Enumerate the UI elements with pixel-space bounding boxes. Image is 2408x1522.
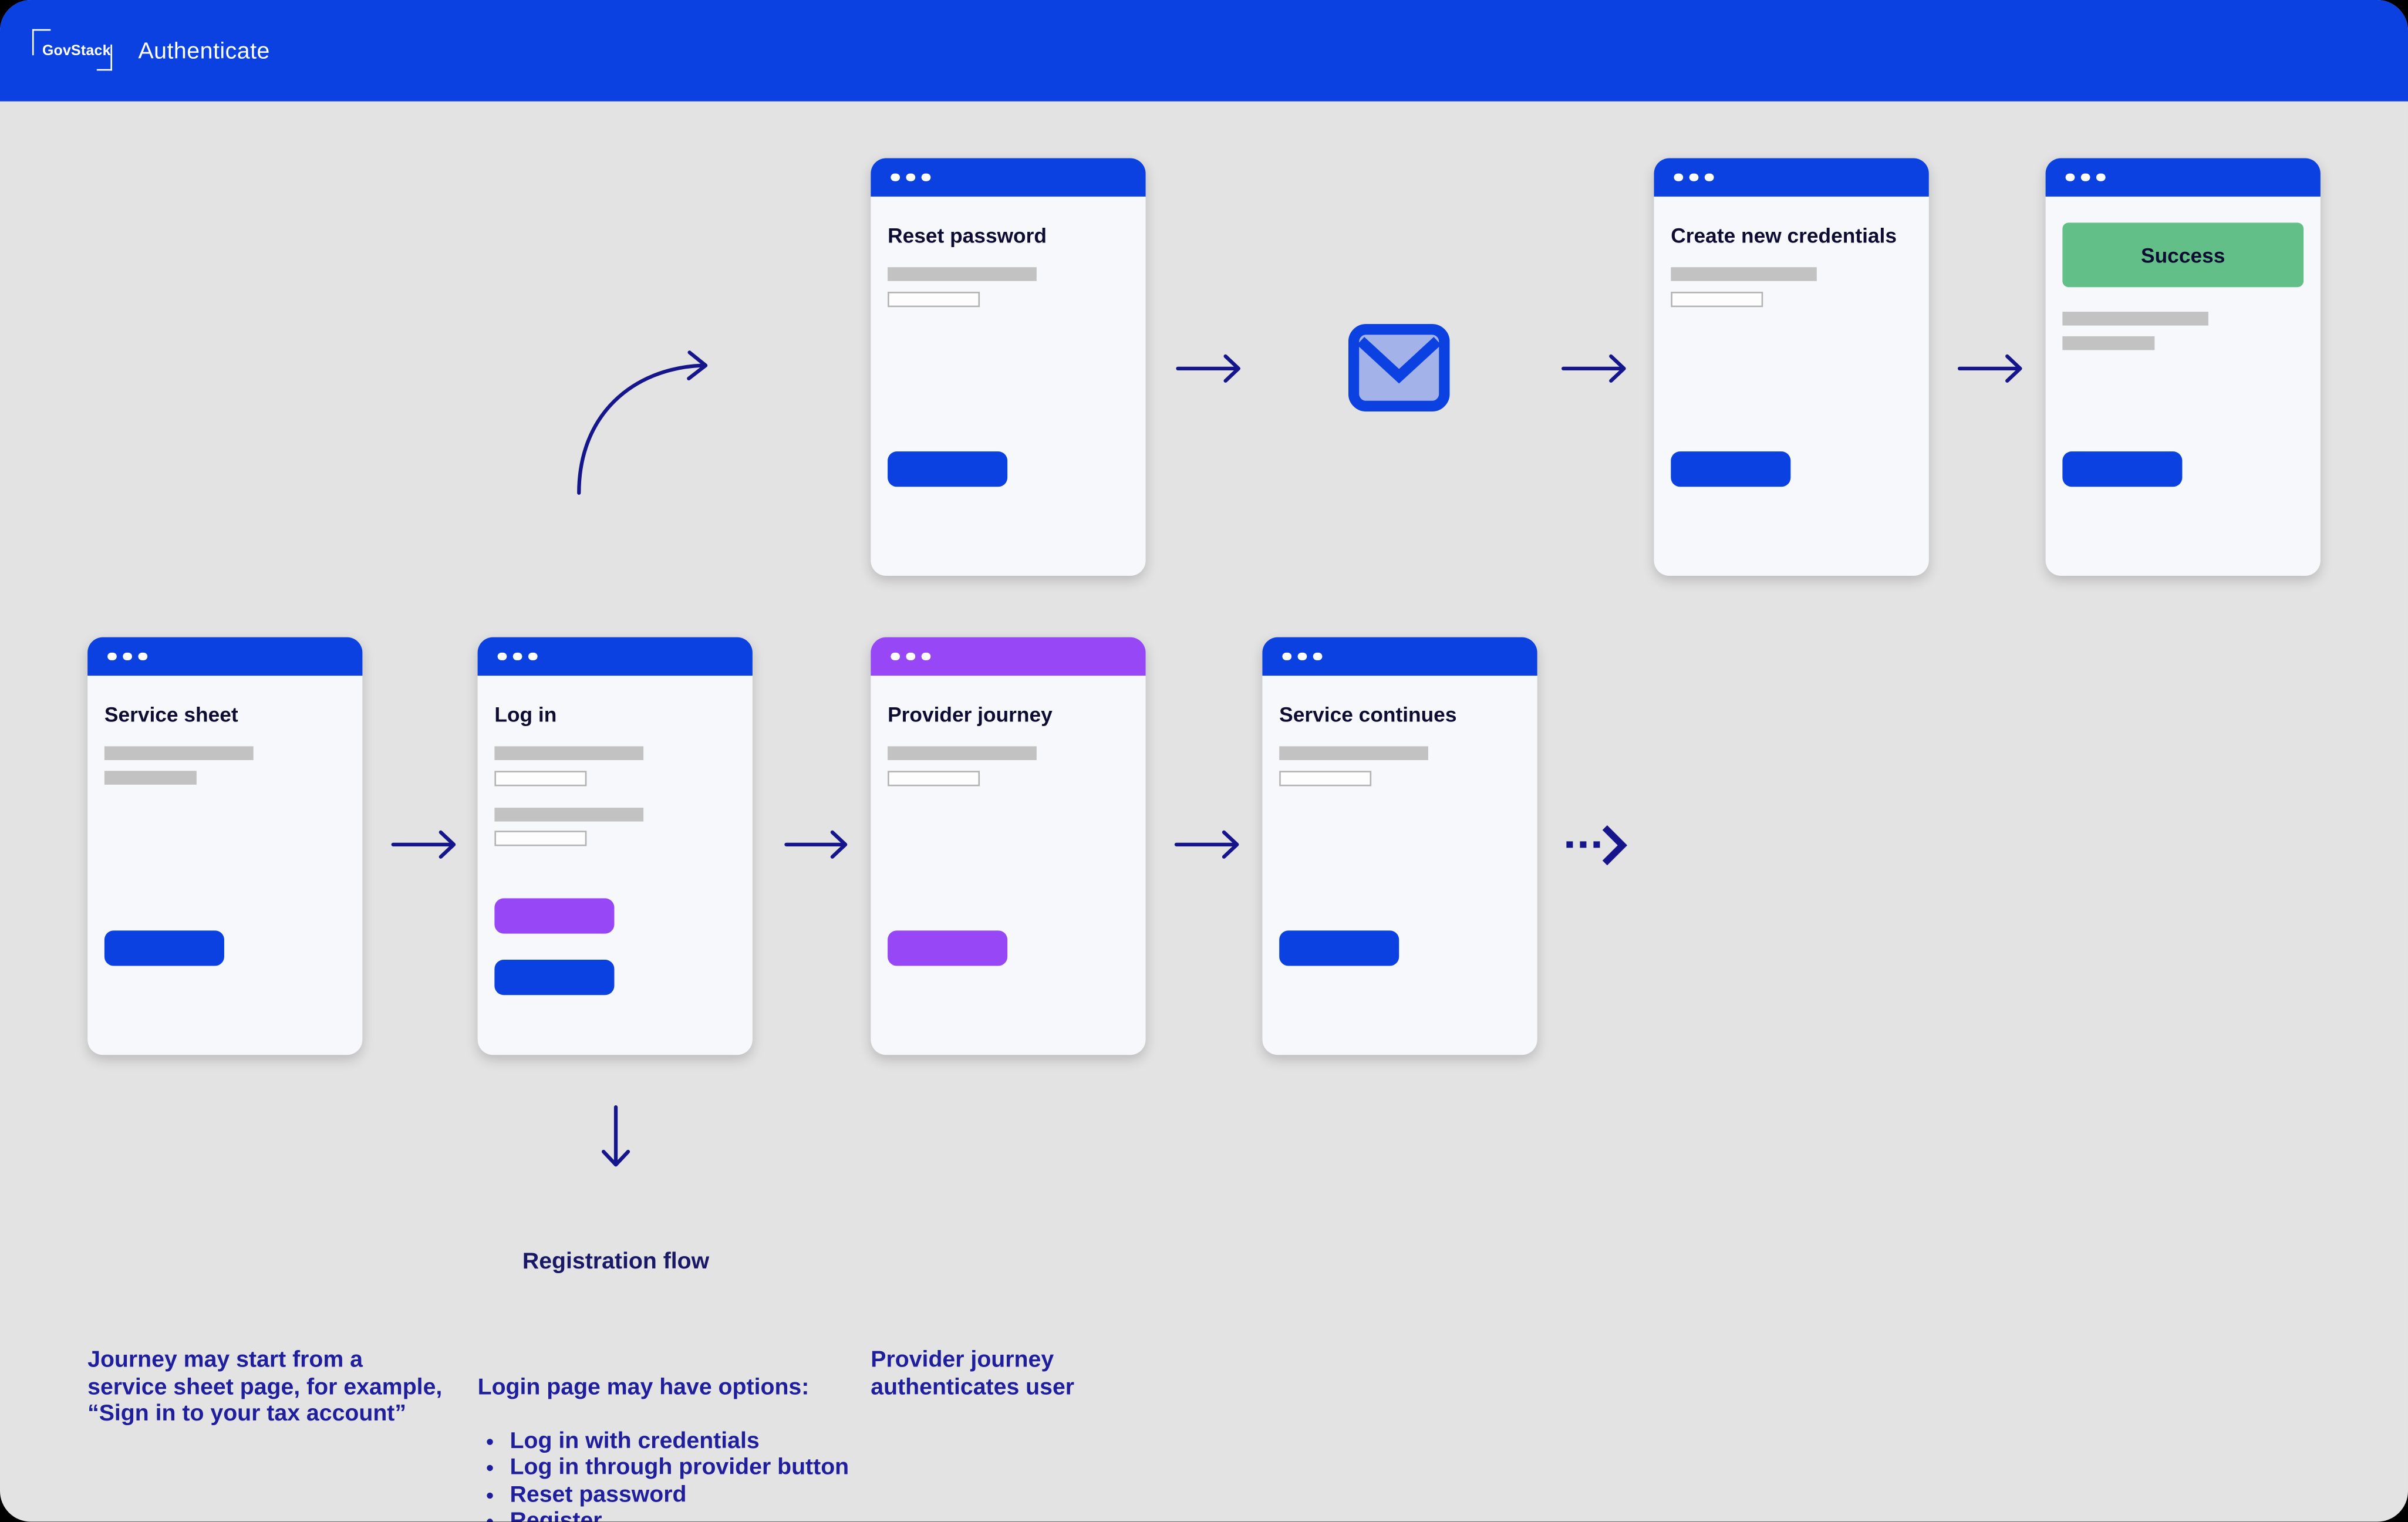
skeleton-text-bar bbox=[104, 746, 254, 760]
mock-primary-button bbox=[1279, 930, 1399, 966]
card-title: Provider journey bbox=[888, 703, 1053, 727]
window-dot-icon bbox=[1689, 173, 1698, 182]
arrow-right-icon bbox=[1957, 354, 2022, 383]
card-success: Success bbox=[2045, 158, 2321, 576]
window-dot-icon bbox=[1297, 652, 1306, 661]
mock-primary-button bbox=[1671, 451, 1791, 487]
window-dot-icon bbox=[891, 652, 899, 661]
card-title: Create new credentials bbox=[1671, 224, 1897, 248]
card-title: Service continues bbox=[1279, 703, 1457, 727]
note-login-bullet-list: Log in with credentialsLog in through pr… bbox=[478, 1427, 849, 1522]
logo-text: GovStack bbox=[42, 42, 111, 59]
mock-provider-login-button bbox=[494, 898, 615, 934]
window-titlebar bbox=[1262, 637, 1537, 676]
note-service-sheet: Journey may start from a service sheet p… bbox=[87, 1346, 443, 1427]
note-bullet-item: Reset password bbox=[510, 1481, 849, 1508]
window-dot-icon bbox=[123, 652, 131, 661]
mock-primary-button bbox=[2062, 451, 2183, 487]
window-dot-icon bbox=[2065, 173, 2075, 182]
skeleton-text-bar bbox=[104, 771, 197, 785]
window-dot-icon bbox=[1674, 173, 1682, 182]
note-bullet-item: Log in with credentials bbox=[510, 1427, 849, 1454]
mock-input-field bbox=[494, 831, 587, 846]
skeleton-text-bar bbox=[2062, 336, 2155, 350]
mock-input-field bbox=[1671, 292, 1763, 308]
window-dot-icon bbox=[2080, 173, 2090, 182]
page-title: Authenticate bbox=[138, 38, 270, 65]
window-dot-icon bbox=[528, 652, 537, 661]
window-dot-icon bbox=[497, 652, 506, 661]
skeleton-text-bar bbox=[494, 746, 644, 760]
card-service-continues: Service continues bbox=[1262, 637, 1537, 1055]
success-banner: Success bbox=[2062, 222, 2304, 288]
window-dot-icon bbox=[906, 173, 915, 182]
logo-bracket-bottom-right-icon bbox=[96, 44, 112, 71]
card-title: Reset password bbox=[888, 224, 1047, 248]
note-login-options: Login page may have options: Log in with… bbox=[478, 1346, 849, 1521]
skeleton-text-bar bbox=[1279, 746, 1428, 760]
arrow-right-icon bbox=[1176, 354, 1240, 383]
note-bullet-item: Register bbox=[510, 1508, 849, 1522]
note-provider-journey: Provider journey authenticates user bbox=[871, 1346, 1075, 1400]
card-provider-journey: Provider journey bbox=[871, 637, 1146, 1055]
window-titlebar bbox=[871, 158, 1146, 197]
mock-primary-button bbox=[104, 930, 224, 966]
skeleton-text-bar bbox=[494, 808, 644, 822]
arrow-right-icon bbox=[391, 830, 456, 859]
mock-input-field bbox=[888, 292, 980, 308]
window-dot-icon bbox=[512, 652, 522, 661]
window-dot-icon bbox=[1282, 652, 1291, 661]
arrow-right-icon bbox=[784, 830, 848, 859]
arrow-right-icon bbox=[1562, 354, 1626, 383]
card-create-new-credentials: Create new credentials bbox=[1654, 158, 1929, 576]
window-dot-icon bbox=[906, 652, 915, 661]
card-title: Log in bbox=[494, 703, 557, 727]
app-header: GovStack Authenticate bbox=[0, 0, 2408, 102]
mock-input-field bbox=[1279, 771, 1372, 787]
mock-provider-button bbox=[888, 930, 1008, 966]
curved-arrow-icon bbox=[577, 350, 708, 495]
note-login-intro: Login page may have options: bbox=[477, 1373, 810, 1400]
window-titlebar bbox=[871, 637, 1146, 676]
card-title: Service sheet bbox=[104, 703, 238, 727]
window-dot-icon bbox=[1704, 173, 1714, 182]
window-dot-icon bbox=[2096, 173, 2105, 182]
window-titlebar bbox=[477, 637, 753, 676]
skeleton-text-bar bbox=[1671, 267, 1817, 281]
window-dot-icon bbox=[891, 173, 899, 182]
window-titlebar bbox=[87, 637, 363, 676]
registration-flow-label: Registration flow bbox=[522, 1248, 710, 1275]
window-titlebar bbox=[2045, 158, 2321, 197]
mock-input-field bbox=[888, 771, 980, 787]
mock-input-field bbox=[494, 771, 587, 787]
window-dot-icon bbox=[138, 652, 147, 661]
window-titlebar bbox=[1654, 158, 1929, 197]
card-service-sheet: Service sheet bbox=[87, 637, 363, 1055]
mock-primary-button bbox=[494, 960, 615, 995]
card-reset-password: Reset password bbox=[871, 158, 1146, 576]
mock-primary-button bbox=[888, 451, 1008, 487]
skeleton-text-bar bbox=[2062, 312, 2208, 326]
mail-envelope-icon bbox=[1348, 323, 1450, 412]
window-dot-icon bbox=[921, 652, 930, 661]
window-dot-icon bbox=[1313, 652, 1322, 661]
arrow-down-icon bbox=[601, 1105, 630, 1167]
dashed-arrow-right-icon bbox=[1566, 825, 1628, 866]
skeleton-text-bar bbox=[888, 267, 1037, 281]
note-bullet-item: Log in through provider button bbox=[510, 1454, 849, 1481]
window-dot-icon bbox=[107, 652, 116, 661]
arrow-right-icon bbox=[1174, 830, 1239, 859]
window-dot-icon bbox=[921, 173, 930, 182]
govstack-logo: GovStack bbox=[32, 29, 112, 71]
card-log-in: Log in bbox=[477, 637, 753, 1055]
logo-bracket-top-left-icon bbox=[32, 29, 51, 56]
skeleton-text-bar bbox=[888, 746, 1037, 760]
